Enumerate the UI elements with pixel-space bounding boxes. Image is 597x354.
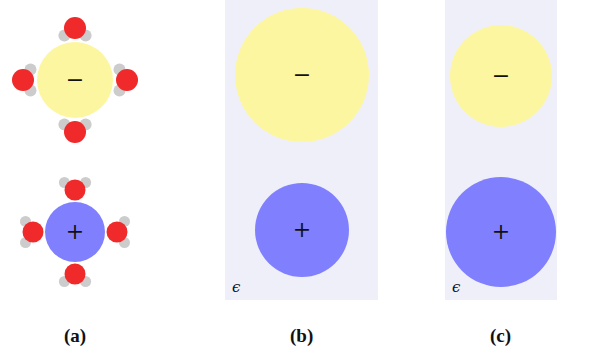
anion-circle: − <box>37 42 113 118</box>
charge-sign: + <box>293 219 311 241</box>
panel-label: (b) <box>290 326 313 345</box>
permittivity-symbol: ϵ <box>452 280 460 295</box>
circle-fill <box>37 42 113 118</box>
charge-sign: + <box>492 221 510 243</box>
cation-circle: + <box>446 177 556 287</box>
circle-fill <box>446 177 556 287</box>
circle-fill <box>45 202 105 262</box>
charge-sign: − <box>66 69 84 91</box>
solvent-panel: ϵ − + <box>225 0 378 300</box>
permittivity-symbol: ϵ <box>232 280 240 295</box>
circle-fill <box>255 183 349 277</box>
charge-sign: + <box>66 221 84 243</box>
cation-circle: + <box>255 183 349 277</box>
cation-circle: + <box>45 202 105 262</box>
panel-label: (c) <box>490 326 511 345</box>
circle-fill <box>235 8 369 142</box>
panel-label: (a) <box>64 326 86 345</box>
anion-circle: − <box>235 8 369 142</box>
charge-sign: − <box>492 65 510 87</box>
solvent-panel: ϵ − + <box>445 0 557 300</box>
circle-fill <box>450 25 552 127</box>
anion-circle: − <box>450 25 552 127</box>
charge-sign: − <box>293 64 311 86</box>
